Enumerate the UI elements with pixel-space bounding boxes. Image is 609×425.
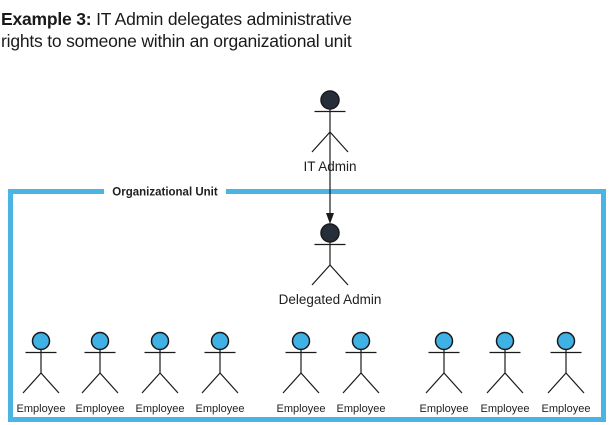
org-unit-label-gap [104, 185, 226, 198]
title-line-1: Example 3: IT Admin delegates administra… [1, 9, 421, 31]
employee-2-label: Employee [76, 403, 125, 415]
stick-figure-icon [311, 223, 349, 286]
stick-figure-icon [81, 331, 119, 394]
stick-figure-icon [201, 331, 239, 394]
employee-6-head-icon [351, 331, 371, 351]
employee-7-head-icon [434, 331, 454, 351]
actor-it-admin: IT Admin [303, 90, 357, 174]
it-admin-label: IT Admin [303, 159, 356, 174]
actor-employee-6: Employee [337, 331, 386, 415]
actor-employee-5: Employee [277, 331, 326, 415]
actor-employee-3: Employee [136, 331, 185, 415]
employee-4-label: Employee [196, 403, 245, 415]
stick-figure-icon [141, 331, 179, 394]
delegated-admin-head-icon [320, 223, 340, 243]
stick-figure-icon [486, 331, 524, 394]
stick-figure-icon [342, 331, 380, 394]
stick-figure-icon [282, 331, 320, 394]
title-text: IT Admin delegates administrative [91, 9, 352, 29]
employee-4-head-icon [210, 331, 230, 351]
actor-employee-7: Employee [420, 331, 469, 415]
employee-8-label: Employee [481, 403, 530, 415]
diagram-title: Example 3: IT Admin delegates administra… [1, 9, 421, 52]
actor-employee-9: Employee [542, 331, 591, 415]
employee-9-head-icon [556, 331, 576, 351]
employee-3-head-icon [150, 331, 170, 351]
employee-1-head-icon [31, 331, 51, 351]
employee-1-label: Employee [17, 403, 66, 415]
employee-6-label: Employee [337, 403, 386, 415]
org-unit-box [8, 189, 606, 422]
it-admin-head-icon [320, 90, 340, 110]
actor-employee-4: Employee [196, 331, 245, 415]
stick-figure-icon [425, 331, 463, 394]
title-prefix: Example 3: [1, 9, 92, 29]
actor-employee-8: Employee [481, 331, 530, 415]
actor-employee-1: Employee [17, 331, 66, 415]
actor-employee-2: Employee [76, 331, 125, 415]
stick-figure-icon [22, 331, 60, 394]
delegation-arrow-head-icon [326, 213, 334, 224]
actor-delegated-admin: Delegated Admin [279, 223, 382, 307]
employee-9-label: Employee [542, 403, 591, 415]
employee-8-head-icon [495, 331, 515, 351]
employee-3-label: Employee [136, 403, 185, 415]
delegated-admin-label: Delegated Admin [279, 292, 382, 307]
org-unit-label: Organizational Unit [112, 187, 218, 199]
employee-2-head-icon [90, 331, 110, 351]
employee-5-head-icon [291, 331, 311, 351]
stick-figure-icon [547, 331, 585, 394]
stick-figure-icon [311, 90, 349, 153]
employee-5-label: Employee [277, 403, 326, 415]
title-line-2: rights to someone within an organization… [1, 30, 352, 51]
employee-7-label: Employee [420, 403, 469, 415]
